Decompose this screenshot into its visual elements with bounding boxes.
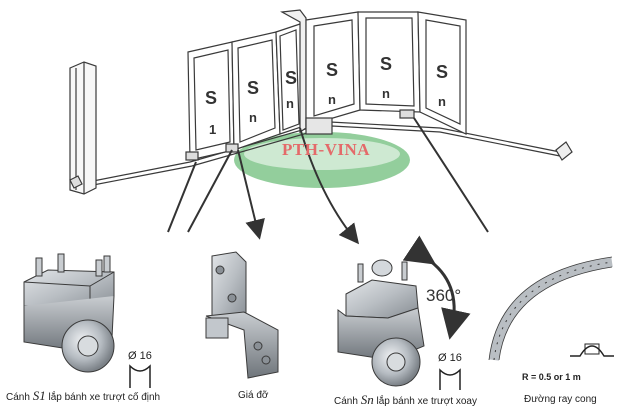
panel-label: S	[436, 62, 449, 82]
watermark-logo	[234, 132, 410, 188]
panel-label-sub: 1	[209, 122, 217, 137]
caption-curved-rail: Đường ray cong	[524, 394, 597, 405]
diameter-label: Ø 16	[438, 352, 462, 364]
fixed-jamb	[69, 61, 97, 195]
leader-lines	[167, 117, 489, 245]
groove-profile-icon	[129, 364, 461, 390]
watermark-text: PTH-VINA	[282, 140, 371, 159]
caption-swivel-wheel: Cánh Sn lắp bánh xe trượt xoay	[334, 392, 477, 407]
door-panels	[185, 9, 467, 161]
caption-bracket: Giá đỡ	[238, 390, 269, 401]
rotation-label: 360°	[426, 286, 462, 305]
panel-label-sub: n	[382, 86, 390, 101]
swivel-roller-assembly	[337, 259, 425, 387]
panel-label-sub: n	[286, 96, 294, 111]
panel-label: S	[326, 60, 339, 80]
panel-label-sub: n	[328, 92, 336, 107]
door-panel	[417, 11, 467, 135]
curved-rail	[488, 256, 614, 361]
radius-note: R = 0.5 or 1 m	[522, 372, 581, 382]
caption-fixed-wheel: Cánh S1 lắp bánh xe trượt cố định	[6, 388, 161, 403]
fixed-roller-assembly	[23, 253, 115, 373]
panel-label: S	[247, 78, 260, 98]
panel-label: S	[285, 68, 298, 88]
panel-label-sub: n	[438, 94, 446, 109]
rotation-arrow	[402, 235, 471, 340]
bracket-assembly	[205, 251, 279, 379]
panel-label: S	[380, 54, 393, 74]
panel-label-sub: n	[249, 110, 257, 125]
panel-label: S	[205, 88, 218, 108]
rail-profile-icon	[570, 345, 614, 357]
diameter-label: Ø 16	[128, 350, 152, 362]
